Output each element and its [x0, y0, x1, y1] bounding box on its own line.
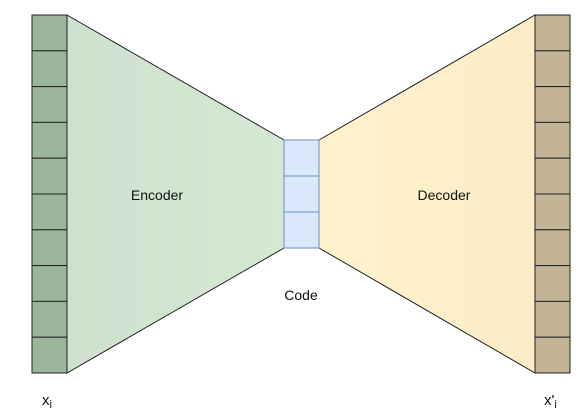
output-layer [534, 14, 571, 374]
output-cell-6 [534, 193, 571, 231]
input-cell-5 [31, 157, 68, 195]
output-cell-5 [534, 157, 571, 195]
code-layer [283, 139, 320, 249]
code-label: Code [284, 287, 318, 303]
input-cell-2 [31, 50, 68, 88]
encoder-label: Encoder [130, 187, 184, 203]
output-cell-10 [534, 336, 571, 374]
input-label-base: x [42, 392, 50, 409]
input-cell-3 [31, 86, 68, 123]
input-cell-8 [31, 265, 68, 302]
output-cell-9 [534, 300, 571, 338]
output-cell-8 [534, 265, 571, 302]
code-cell-2 [283, 175, 320, 213]
decoder-label: Decoder [417, 187, 471, 203]
output-cell-2 [534, 50, 571, 88]
input-cell-4 [31, 121, 68, 159]
code-cell-3 [283, 211, 320, 249]
output-label-subscript: i [554, 399, 557, 411]
output-cell-4 [534, 121, 571, 159]
input-label-subscript: i [49, 399, 52, 411]
input-cell-10 [31, 336, 68, 374]
output-cell-1 [534, 14, 571, 52]
input-label: xi [42, 392, 52, 411]
code-cell-1 [283, 139, 320, 177]
output-cell-3 [534, 86, 571, 123]
output-cell-7 [534, 229, 571, 267]
input-layer [31, 14, 68, 374]
input-cell-7 [31, 229, 68, 267]
output-label-base: x' [544, 392, 555, 409]
input-cell-6 [31, 193, 68, 231]
input-cell-9 [31, 300, 68, 338]
output-label: x'i [544, 392, 557, 411]
input-cell-1 [31, 14, 68, 52]
